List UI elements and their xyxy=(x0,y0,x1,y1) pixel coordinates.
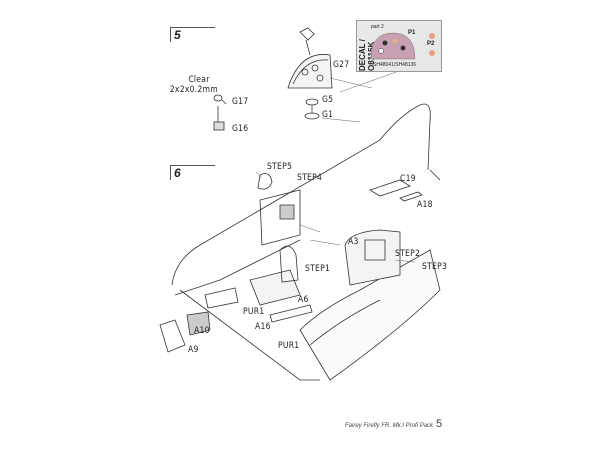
part-label: A6 xyxy=(298,295,309,305)
part-label: G17 xyxy=(232,97,249,107)
step-ref: STEP5 xyxy=(267,162,293,172)
part-label: A18 xyxy=(417,200,433,210)
part-label: PUR1 xyxy=(243,307,265,317)
part-label: G27 xyxy=(333,60,350,70)
instrument-panel xyxy=(287,27,333,89)
part-label: C19 xyxy=(400,174,416,184)
part-label: A3 xyxy=(348,237,359,247)
decal-p2: P2 xyxy=(427,41,435,47)
panel-decal xyxy=(370,32,435,60)
decal-part: part 2 xyxy=(371,24,384,30)
step-number: 6 xyxy=(174,166,181,180)
footer-title: Fairey Firefly FR. Mk.I xyxy=(345,423,405,429)
compass xyxy=(304,98,320,120)
gunsight xyxy=(213,94,227,131)
decal-sheet: DECAL / O8115K part 2 P1 P2 SH48041/SH48… xyxy=(356,20,442,72)
cockpit-parts xyxy=(249,173,423,306)
part-label: PUR1 xyxy=(278,341,300,351)
part-label: A16 xyxy=(255,322,271,332)
part-label: G1 xyxy=(322,110,334,120)
page-number: 5 xyxy=(436,418,443,430)
step-6-marker: 6 xyxy=(170,165,215,180)
step-ref: STEP3 xyxy=(422,262,448,272)
clear-label: Clear xyxy=(188,75,210,85)
step-ref: STEP2 xyxy=(395,249,421,259)
part-label: G16 xyxy=(232,124,249,134)
step-number: 5 xyxy=(174,28,181,42)
part-label: A10 xyxy=(194,326,210,336)
part-label: A9 xyxy=(188,345,199,355)
decal-p1: P1 xyxy=(408,30,416,36)
footer-brand: Profi Pack xyxy=(405,423,434,429)
part-label: G5 xyxy=(322,95,334,105)
clear-size: 2x2x0.2mm xyxy=(169,85,218,95)
armor-plates xyxy=(159,287,313,353)
step-5-marker: 5 xyxy=(170,27,215,42)
step-ref: STEP1 xyxy=(305,264,331,274)
decal-code: SH48041/SH48136 xyxy=(373,62,417,68)
fuselage xyxy=(171,103,441,381)
step-ref: STEP4 xyxy=(297,173,323,183)
